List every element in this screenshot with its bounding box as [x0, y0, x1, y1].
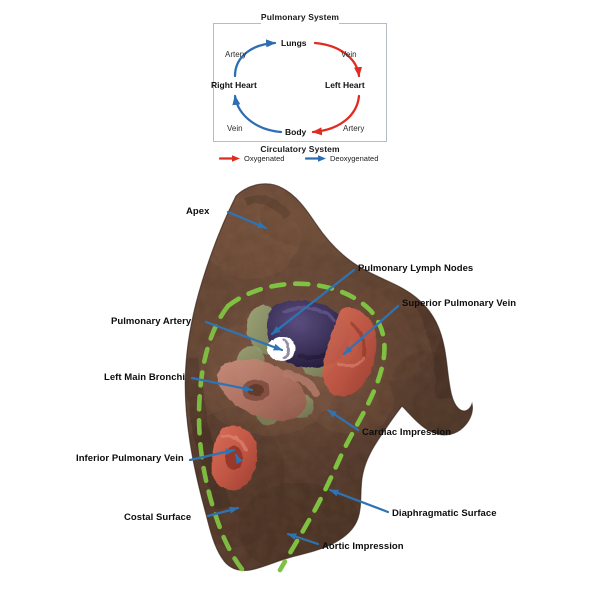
label-left-main-bronchi: Left Main Bronchi	[104, 372, 186, 383]
leader-apex	[226, 210, 268, 230]
label-superior-pulmonary-vein: Superior Pulmonary Vein	[402, 298, 517, 309]
circulation-arrows	[232, 39, 363, 136]
node-left-heart: Left Heart	[325, 80, 365, 90]
leader-diaphragmatic-surface	[328, 488, 390, 514]
legend-label-deoxygenated: Deoxygenated	[330, 154, 379, 163]
node-lungs: Lungs	[281, 38, 307, 48]
node-right-heart: Right Heart	[211, 80, 257, 90]
label-costal-surface: Costal Surface	[124, 512, 192, 523]
edge-label-vein-pulmonary: Vein	[341, 50, 357, 59]
arrow-right-heart-to-lungs	[233, 39, 277, 78]
leader-superior-pulmonary-vein	[342, 304, 400, 356]
lung-specimen-illustration	[184, 183, 473, 579]
legend-arrow-blue-icon	[305, 155, 326, 162]
callout-leader-lines	[188, 210, 400, 546]
label-pulmonary-artery: Pulmonary Artery	[111, 316, 192, 327]
legend-item-oxygenated: Oxygenated	[219, 154, 284, 163]
circulation-legend: Oxygenated Deoxygenated	[213, 154, 395, 168]
bracket-top-right-rule	[339, 23, 387, 24]
label-apex: Apex	[186, 206, 210, 217]
legend-item-deoxygenated: Deoxygenated	[305, 154, 378, 163]
leader-pulmonary-lymph-nodes	[270, 268, 356, 336]
leader-cardiac-impression	[326, 408, 360, 432]
arrow-left-heart-to-body	[311, 94, 361, 136]
circulatory-system-diagram: Pulmonary System Lungs	[205, 12, 395, 172]
label-diaphragmatic-surface: Diaphragmatic Surface	[392, 508, 497, 519]
edge-label-artery-pulmonary: Artery	[225, 50, 247, 59]
bracket-left-rule	[213, 23, 214, 141]
legend-label-oxygenated: Oxygenated	[244, 154, 285, 163]
leader-inferior-pulmonary-vein	[234, 453, 243, 465]
leader-pulmonary-artery	[204, 320, 284, 352]
leader-costal-surface	[206, 506, 240, 518]
leader-inferior-pulmonary-vein-2	[188, 448, 236, 462]
pulmonary-system-title: Pulmonary System	[260, 12, 340, 22]
label-aortic-impression: Aortic Impression	[322, 541, 404, 552]
left-main-bronchi-structure	[217, 359, 320, 421]
bracket-bottom-rule	[213, 141, 387, 142]
label-inferior-pulmonary-vein: Inferior Pulmonary Vein	[76, 453, 184, 464]
lung-specimen-figure: Apex Pulmonary Lymph Nodes Superior Pulm…	[0, 178, 600, 600]
bracket-top-left-rule	[213, 23, 261, 24]
legend-arrow-red-icon	[219, 155, 240, 162]
label-pulmonary-lymph-nodes: Pulmonary Lymph Nodes	[358, 263, 474, 274]
leader-left-main-bronchi	[190, 376, 254, 392]
label-cardiac-impression: Cardiac Impression	[362, 427, 452, 438]
circulatory-system-title: Circulatory System	[260, 144, 340, 154]
leader-aortic-impression	[286, 532, 320, 546]
arrow-body-to-right-heart	[232, 94, 283, 134]
edge-label-artery-systemic: Artery	[343, 124, 365, 133]
bracket-right-rule	[386, 23, 387, 141]
arrow-lungs-to-left-heart	[313, 41, 363, 78]
edge-label-vein-systemic: Vein	[227, 124, 243, 133]
node-body: Body	[285, 127, 307, 137]
